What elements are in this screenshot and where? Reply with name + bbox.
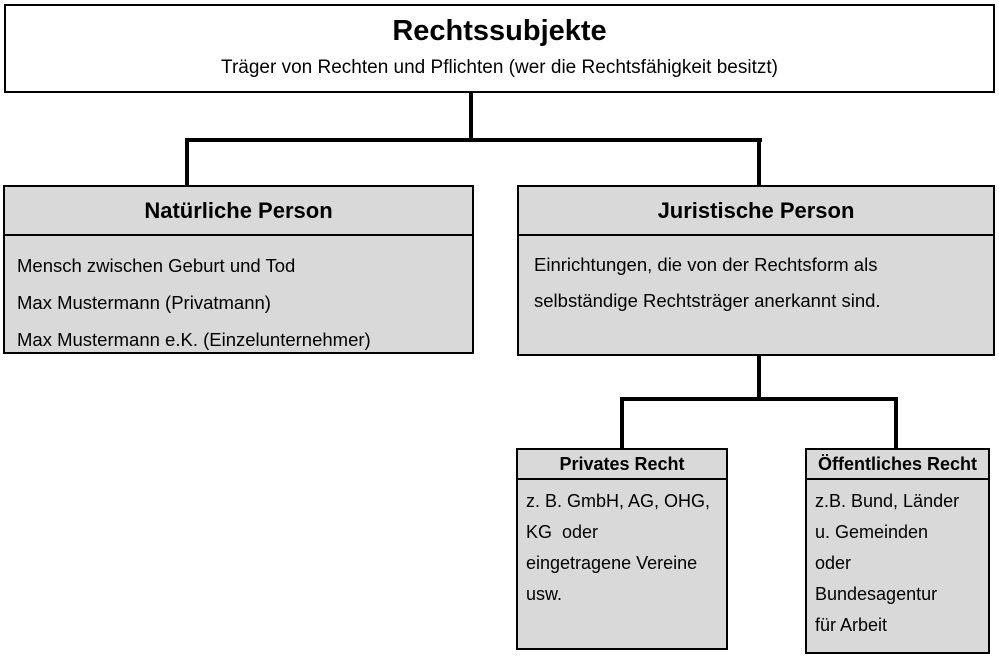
private-law-header: Privates Recht	[518, 450, 726, 480]
natural-person-box: Natürliche Person Mensch zwischen Geburt…	[3, 185, 474, 354]
body-line: selbständige Rechtsträger anerkannt sind…	[534, 290, 881, 311]
legal-person-box: Juristische Person Einrichtungen, die vo…	[517, 185, 995, 356]
body-line: für Arbeit	[815, 615, 888, 635]
connector-legal-person-stem	[757, 356, 761, 400]
connector-private-law-drop	[620, 397, 624, 448]
root-box: Rechtssubjekte Träger von Rechten und Pf…	[4, 4, 995, 93]
private-law-body: z. B. GmbH, AG, OHG, KG oder eingetragen…	[518, 480, 726, 610]
body-line: Einrichtungen, die von der Rechtsform al…	[534, 254, 878, 275]
public-law-header: Öffentliches Recht	[807, 450, 988, 480]
body-line: eingetragene Vereine	[526, 553, 698, 573]
private-law-box: Privates Recht z. B. GmbH, AG, OHG, KG o…	[516, 448, 728, 650]
body-line: Max Mustermann e.K. (Einzelunternehmer)	[17, 329, 371, 350]
connector-natural-person-drop	[185, 138, 189, 186]
legal-person-header: Juristische Person	[519, 187, 993, 236]
legal-person-body: Einrichtungen, die von der Rechtsform al…	[519, 236, 993, 319]
root-subtitle: Träger von Rechten und Pflichten (wer di…	[221, 57, 778, 78]
connector-legal-person-drop	[757, 138, 761, 186]
connector-level2-crossbar	[620, 397, 898, 401]
body-line: Mensch zwischen Geburt und Tod	[17, 255, 296, 276]
public-law-body: z.B. Bund, Länder u. Gemeinden oder Bund…	[807, 480, 988, 641]
body-line: oder	[815, 553, 852, 573]
natural-person-body: Mensch zwischen Geburt und Tod Max Muste…	[5, 236, 472, 358]
body-line: z. B. GmbH, AG, OHG,	[526, 491, 711, 511]
body-line: Bundesagentur	[815, 584, 938, 604]
body-line: usw.	[526, 584, 563, 604]
body-line: u. Gemeinden	[815, 522, 929, 542]
connector-public-law-drop	[894, 397, 898, 448]
connector-level1-crossbar	[185, 138, 762, 142]
body-line: Max Mustermann (Privatmann)	[17, 292, 271, 313]
natural-person-header: Natürliche Person	[5, 187, 472, 236]
public-law-box: Öffentliches Recht z.B. Bund, Länder u. …	[805, 448, 990, 654]
body-line: z.B. Bund, Länder	[815, 491, 960, 511]
connector-root-stem	[469, 93, 473, 140]
body-line: KG oder	[526, 522, 599, 542]
root-title: Rechtssubjekte	[392, 15, 607, 47]
